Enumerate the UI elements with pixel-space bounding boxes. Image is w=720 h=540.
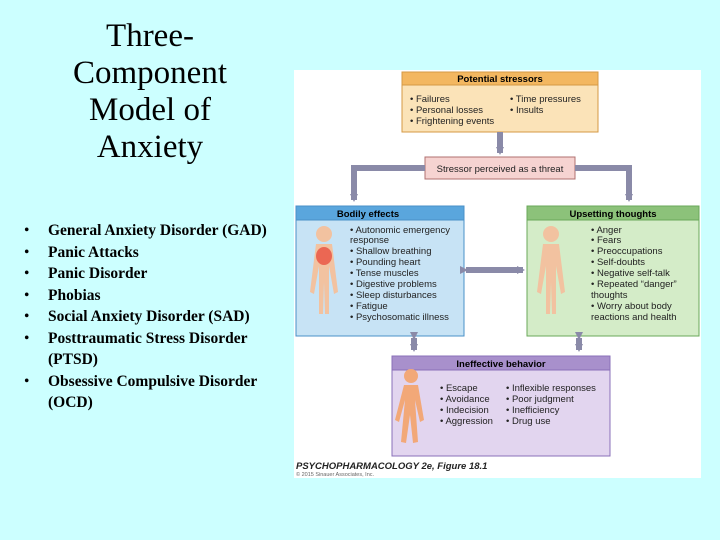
thought-item: • Repeated “danger” <box>591 279 677 290</box>
figure-diagram: Potential stressors • Failures • Persona… <box>295 71 700 478</box>
behavior-item: • Escape <box>440 383 478 394</box>
thought-item: • Worry about body <box>591 301 672 312</box>
running-figure-icon <box>395 369 424 443</box>
thought-item: reactions and health <box>591 312 677 323</box>
upsetting-thoughts-box: Upsetting thoughts • Anger • Fears • Pre… <box>526 205 700 337</box>
thought-item: • Self-doubts <box>591 257 645 268</box>
behavior-item: • Drug use <box>506 416 551 427</box>
stressor-item: • Frightening events <box>410 116 494 127</box>
anxiety-model-figure: Potential stressors • Failures • Persona… <box>294 70 701 478</box>
stressor-item: • Insults <box>510 105 544 116</box>
stressor-item: • Personal losses <box>410 105 483 116</box>
figure-copyright: © 2015 Sinauer Associates, Inc. <box>296 471 375 478</box>
behavior-item: • Inflexible responses <box>506 383 596 394</box>
behavior-item: • Indecision <box>440 405 489 416</box>
bodily-item: • Pounding heart <box>350 257 421 268</box>
head-figure-icon <box>537 226 565 314</box>
arrow-threat-to-bodily <box>350 165 425 202</box>
behavior-title: Ineffective behavior <box>456 359 546 370</box>
thoughts-title: Upsetting thoughts <box>569 209 656 220</box>
slide-title: Three- Component Model of Anxiety <box>40 18 260 166</box>
title-line: Model of <box>89 92 211 128</box>
behavior-item: • Poor judgment <box>506 394 574 405</box>
stressor-item: • Time pressures <box>510 94 581 105</box>
ineffective-behavior-box: Ineffective behavior • Escape • Avoidanc… <box>391 355 611 457</box>
title-line: Three- <box>106 18 194 54</box>
thought-item: • Preoccupations <box>591 246 663 257</box>
list-item: Social Anxiety Disorder (SAD) <box>22 306 297 328</box>
figure-caption: PSYCHOPHARMACOLOGY 2e, Figure 18.1 <box>296 461 487 472</box>
thought-item: thoughts <box>591 290 628 301</box>
body-figure-icon <box>310 226 338 314</box>
stressors-box: Potential stressors • Failures • Persona… <box>401 71 599 133</box>
behavior-item: • Avoidance <box>440 394 490 405</box>
list-item: Posttraumatic Stress Disorder (PTSD) <box>22 328 297 371</box>
bodily-item: • Autonomic emergency <box>350 225 450 236</box>
bodily-title: Bodily effects <box>337 209 399 220</box>
title-line: Anxiety <box>96 129 204 165</box>
bodily-item: • Psychosomatic illness <box>350 312 449 323</box>
threat-label: Stressor perceived as a threat <box>437 164 564 175</box>
list-item: Panic Attacks <box>22 242 297 264</box>
list-item: General Anxiety Disorder (GAD) <box>22 220 297 242</box>
title-line: Component <box>73 55 227 91</box>
bodily-item: • Shallow breathing <box>350 246 432 257</box>
thought-item: • Anger <box>591 225 622 236</box>
list-item: Panic Disorder <box>22 263 297 285</box>
thought-item: • Fears <box>591 235 621 246</box>
bodily-item: response <box>350 235 389 246</box>
threat-box: Stressor perceived as a threat <box>424 156 576 180</box>
list-item: Obsessive Compulsive Disorder (OCD) <box>22 371 297 414</box>
disorder-list: General Anxiety Disorder (GAD) Panic Att… <box>22 220 297 414</box>
stressors-title: Potential stressors <box>457 74 543 85</box>
behavior-item: • Inefficiency <box>506 405 560 416</box>
list-item: Phobias <box>22 285 297 307</box>
behavior-item: • Aggression <box>440 416 493 427</box>
bodily-effects-box: Bodily effects • Autonomic emergency res… <box>295 205 465 337</box>
thought-item: • Negative self-talk <box>591 268 670 279</box>
bodily-item: • Tense muscles <box>350 268 419 279</box>
bodily-item: • Digestive problems <box>350 279 437 290</box>
stressor-item: • Failures <box>410 94 450 105</box>
bodily-item: • Fatigue <box>350 301 388 312</box>
arrow-threat-to-thoughts <box>575 165 633 202</box>
bodily-item: • Sleep disturbances <box>350 290 437 301</box>
